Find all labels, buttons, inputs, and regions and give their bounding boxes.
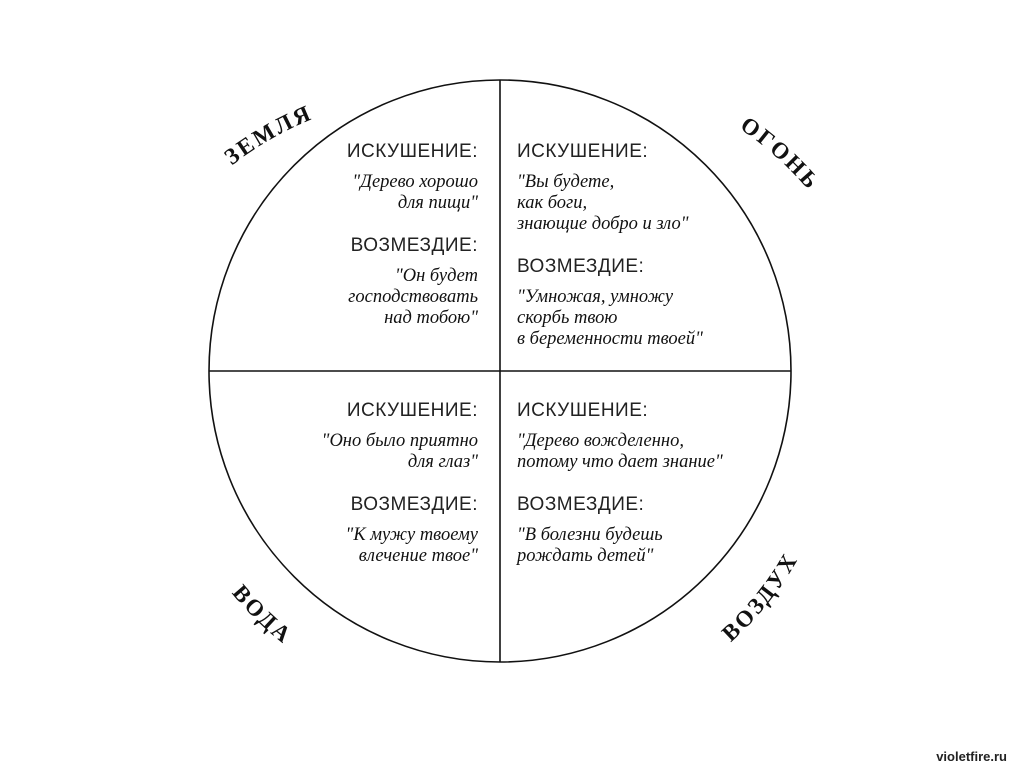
temptation-quote: "Оно было приятно для глаз"	[178, 431, 478, 473]
temptation-quote: "Вы будете, как боги, знающие добро и зл…	[517, 172, 817, 235]
quadrant-bottom-right: ИСКУШЕНИЕ: "Дерево вожделенно, потому чт…	[517, 399, 817, 587]
quote-line: для пищи"	[397, 193, 478, 213]
retribution-heading: ВОЗМЕЗДИЕ:	[517, 256, 645, 277]
retribution-quote: "В болезни будешь рождать детей"	[517, 525, 817, 567]
quote-line: скорбь твою	[517, 308, 618, 328]
quote-line: господствовать	[348, 287, 478, 307]
quote-line: "Он будет	[394, 266, 478, 286]
quote-line: "Оно было приятно	[321, 431, 478, 451]
temptation-heading: ИСКУШЕНИЕ:	[517, 400, 649, 421]
quadrant-bottom-left: ИСКУШЕНИЕ: "Оно было приятно для глаз" В…	[178, 399, 478, 587]
retribution-heading: ВОЗМЕЗДИЕ:	[350, 494, 478, 515]
quadrant-top-right: ИСКУШЕНИЕ: "Вы будете, как боги, знающие…	[517, 140, 817, 370]
temptation-heading: ИСКУШЕНИЕ:	[346, 141, 478, 162]
temptation-quote: "Дерево вожделенно, потому что дает знан…	[517, 431, 817, 473]
quote-line: "Вы будете,	[517, 172, 615, 192]
quote-line: "Умножая, умножу	[517, 287, 674, 307]
quadrant-top-left: ИСКУШЕНИЕ: "Дерево хорошо для пищи" ВОЗМ…	[178, 140, 478, 349]
quote-line: как боги,	[517, 193, 588, 213]
retribution-heading: ВОЗМЕЗДИЕ:	[350, 235, 478, 256]
quote-line: в беременности твоей"	[517, 329, 703, 349]
quote-line: "К мужу твоему	[345, 525, 478, 545]
retribution-heading: ВОЗМЕЗДИЕ:	[517, 494, 645, 515]
temptation-quote: "Дерево хорошо для пищи"	[178, 172, 478, 214]
retribution-quote: "К мужу твоему влечение твое"	[178, 525, 478, 567]
quote-line: влечение твое"	[358, 546, 478, 566]
quote-line: "Дерево хорошо	[352, 172, 478, 192]
quote-line: "Дерево вожделенно,	[517, 431, 684, 451]
element-label-water: ВОДА	[228, 580, 298, 649]
retribution-quote: "Он будет господствовать над тобою"	[178, 266, 478, 329]
temptation-heading: ИСКУШЕНИЕ:	[346, 400, 478, 421]
element-label-water-text: ВОДА	[228, 580, 295, 649]
quote-line: знающие добро и зло"	[517, 214, 689, 234]
quote-line: потому что дает знание"	[517, 452, 723, 472]
temptation-heading: ИСКУШЕНИЕ:	[517, 141, 649, 162]
watermark: violetfire.ru	[936, 749, 1007, 764]
quote-line: рождать детей"	[517, 546, 654, 566]
quote-line: для глаз"	[407, 452, 478, 472]
quote-line: над тобою"	[384, 308, 478, 328]
quote-line: "В болезни будешь	[517, 525, 663, 545]
retribution-quote: "Умножая, умножу скорбь твою в беременно…	[517, 287, 817, 350]
